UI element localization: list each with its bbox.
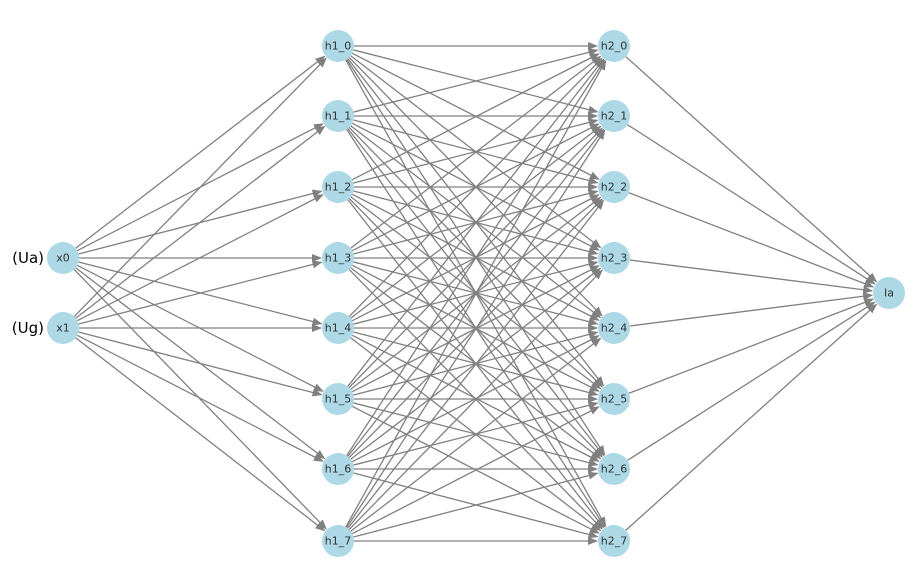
- edge-x0-h1_7: [73, 269, 327, 530]
- nodes: x0 (Ua) x1 (Ug) h1_0 h1_1 h1_2 h1_3 h1_4 h1_5 h1_6…: [12, 30, 905, 557]
- node-label: h1_2: [325, 181, 351, 194]
- input-annotation: (Ug): [12, 319, 44, 337]
- node-label: h1_6: [325, 463, 351, 476]
- node-label: h2_2: [601, 181, 627, 194]
- edge-h2_2-Ia: [628, 192, 875, 288]
- edge-h2_7-Ia: [625, 303, 878, 531]
- node-label: h2_5: [601, 393, 627, 406]
- node-h2_6: [598, 453, 630, 485]
- node-label: h1_3: [325, 252, 351, 265]
- edge-h1_7-h2_2: [347, 199, 605, 529]
- node-h1_2: [322, 171, 354, 203]
- node-x1: [47, 312, 79, 344]
- edge-h2_3-Ia: [629, 259, 874, 294]
- edge-x0-h1_0: [75, 55, 326, 249]
- edge-x1-h1_6: [76, 334, 324, 462]
- node-label: h2_0: [601, 40, 627, 53]
- node-label: x0: [56, 252, 70, 265]
- node-label: h2_6: [601, 463, 627, 476]
- input-annotation: (Ua): [12, 249, 44, 267]
- node-x0: [47, 242, 79, 274]
- node-h1_4: [322, 312, 354, 344]
- node-label: h2_4: [601, 322, 627, 335]
- node-label: x1: [56, 322, 70, 335]
- edge-h1_7-h2_3: [348, 269, 603, 530]
- node-h2_3: [598, 242, 630, 274]
- node-label: h1_5: [325, 393, 351, 406]
- node-h1_1: [322, 100, 354, 132]
- node-h1_7: [322, 525, 354, 557]
- node-h2_5: [598, 383, 630, 415]
- node-h1_6: [322, 453, 354, 485]
- edge-h1_7-h2_0: [345, 59, 607, 528]
- node-h1_0: [322, 30, 354, 62]
- node-h2_0: [598, 30, 630, 62]
- node-label: h1_4: [325, 322, 351, 335]
- node-h2_4: [598, 312, 630, 344]
- edge-h1_7-h2_5: [351, 406, 600, 535]
- node-h2_2: [598, 171, 630, 203]
- edge-h2_0-Ia: [625, 56, 878, 283]
- node-h2_7: [598, 525, 630, 557]
- edge-x1-h1_7: [75, 337, 326, 532]
- edge-h1_3-h2_0: [350, 55, 602, 249]
- edge-h1_7-h2_6: [353, 471, 599, 538]
- node-Ia: [873, 277, 905, 309]
- edge-h1_4-h2_0: [348, 57, 603, 318]
- node-h1_3: [322, 242, 354, 274]
- node-h2_1: [598, 100, 630, 132]
- edge-x1-h1_2: [76, 194, 324, 322]
- edge-h1_1-h2_0: [353, 48, 599, 113]
- node-label: h1_7: [325, 535, 351, 548]
- edge-h1_7-h2_4: [350, 337, 602, 532]
- edge-x1-h1_1: [75, 125, 326, 319]
- edge-h2_6-Ia: [627, 301, 876, 461]
- edge-h2_1-Ia: [627, 124, 876, 285]
- node-label: h2_7: [601, 535, 627, 548]
- edge-x1-h1_3: [78, 260, 323, 325]
- node-label: h1_0: [325, 40, 351, 53]
- edge-h1_7-h2_1: [346, 129, 606, 528]
- node-label: h1_1: [325, 110, 351, 123]
- node-label: Ia: [884, 287, 894, 300]
- node-h1_5: [322, 383, 354, 415]
- edge-x1-h1_5: [78, 331, 323, 397]
- edges: [73, 42, 878, 545]
- edge-h1_5-h2_0: [347, 58, 605, 387]
- edge-h1_6-h2_0: [346, 59, 606, 456]
- node-label: h2_1: [601, 110, 627, 123]
- edge-h2_4-Ia: [629, 292, 874, 327]
- edge-x1-h1_0: [73, 57, 327, 317]
- node-label: h2_3: [601, 252, 627, 265]
- edge-h2_5-Ia: [628, 298, 875, 394]
- edge-h1_2-h2_0: [351, 53, 600, 181]
